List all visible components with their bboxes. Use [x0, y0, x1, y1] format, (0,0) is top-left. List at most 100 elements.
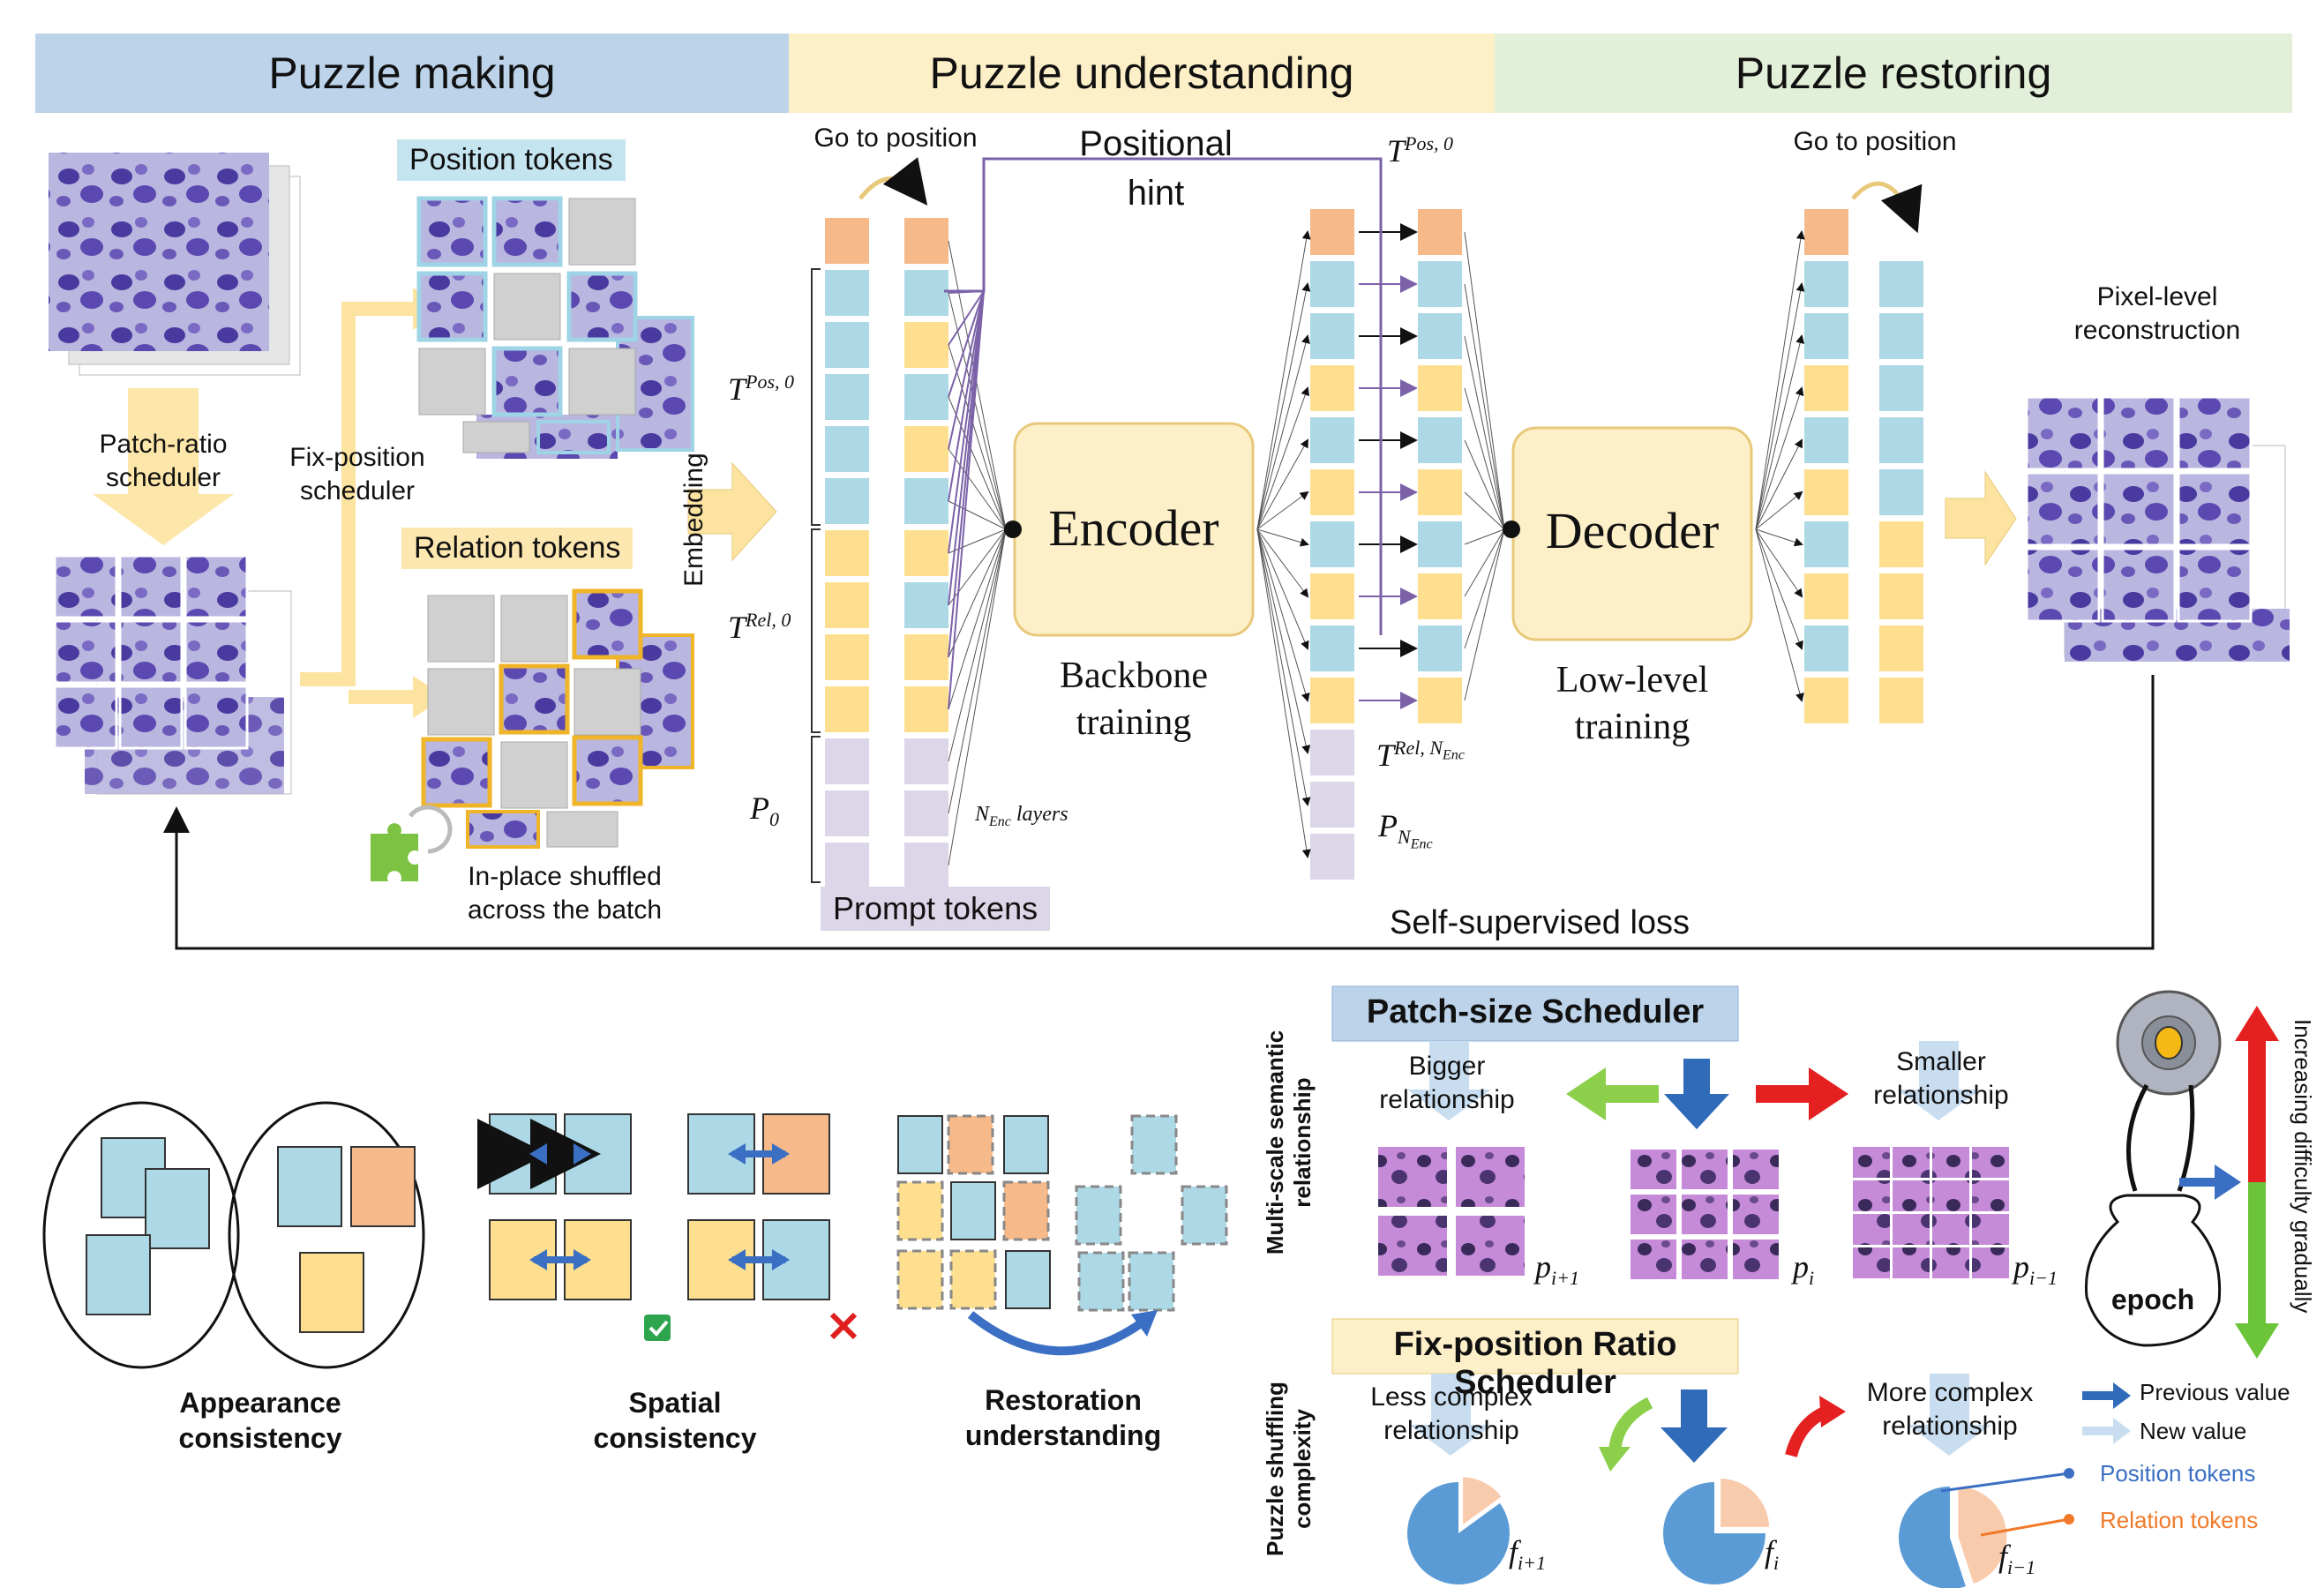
decoder-label: Decoder: [1545, 502, 1720, 559]
legend-relation-tokens: Relation tokens: [2100, 1507, 2259, 1533]
relation-tokens-tag: Relation tokens: [401, 528, 633, 569]
fix-ratio-scheduler-title: Fix-position Ratio Scheduler: [1393, 1326, 1677, 1401]
encoder-col-b-token: [1418, 521, 1462, 567]
token-braces: [811, 268, 821, 883]
input-col-b-token: [904, 582, 948, 628]
input-col-a-token: [825, 478, 869, 524]
encoder-col-a-token: [1310, 417, 1354, 463]
legend-position-tokens: Position tokens: [2100, 1460, 2256, 1487]
loss-feedback-line: [163, 675, 2155, 950]
decoder-col-b-token: [1879, 521, 1923, 567]
decoder-col-a-token: [1804, 313, 1848, 359]
t-pos-label: TPos, 0: [728, 371, 795, 407]
decoder-col-a-token: [1804, 521, 1848, 567]
small-patch: [1853, 1147, 1890, 1178]
encoder-col-b-token: [1418, 417, 1462, 463]
encoder-col-a-token: [1310, 209, 1354, 255]
f-prev-label: fi−1: [1998, 1539, 2035, 1579]
input-col-b-token: [904, 322, 948, 368]
input-col-b-token: [904, 218, 948, 264]
encoder-col-b-token: [1418, 261, 1462, 307]
input-col-a-token: [825, 322, 869, 368]
multi-scale-label: Multi-scale semantic relationship: [1262, 1030, 1316, 1255]
input-col-a-token: [825, 582, 869, 628]
encoder-col-a-token: [1310, 834, 1354, 880]
go-to-position-left: Go to position: [813, 124, 978, 153]
pie-f-cur-relation-slice: [1718, 1475, 1773, 1530]
encoder-col-b-token: [1418, 313, 1462, 359]
f-cur-label: fi: [1765, 1534, 1780, 1575]
decoder-col-b-token: [1879, 313, 1923, 359]
decoder-col-b-token: [1879, 365, 1923, 411]
small-patch: [1972, 1180, 2009, 1211]
patch-size-scheduler-title: Patch-size Scheduler: [1366, 993, 1705, 1030]
pie-f-next-relation-slice: [1460, 1474, 1505, 1530]
input-col-a-token: [825, 686, 869, 732]
input-col-a-token: [825, 634, 869, 680]
fan-connections: [948, 223, 1805, 866]
p-n-label: PNEnc: [1378, 808, 1433, 852]
input-col-b-token: [904, 738, 948, 784]
decoder-col-b-token: [1879, 573, 1923, 619]
position-tokens-tag: Position tokens: [397, 139, 626, 181]
input-col-a-token: [825, 843, 869, 888]
small-patch: [1893, 1180, 1930, 1211]
restoration-understanding-figure: [896, 1114, 1228, 1356]
small-patch: [1853, 1180, 1890, 1211]
encoder-col-b-token: [1418, 365, 1462, 411]
positional-hint-label: Positional hint: [1079, 124, 1233, 213]
p0-label: P0: [750, 790, 779, 831]
banner-puzzle-restoring: Puzzle restoring: [1495, 34, 2292, 113]
legend-new-value: New value: [2140, 1418, 2247, 1444]
input-col-a-token: [825, 218, 869, 264]
small-patch: [1932, 1147, 1969, 1178]
input-col-b-token: [904, 374, 948, 420]
decoder-col-b-token: [1879, 625, 1923, 671]
gear-icon: [2116, 990, 2222, 1096]
fix-ratio-scheduler-bar: [1331, 1318, 1739, 1375]
original-image-stack: [49, 153, 301, 376]
encoder-col-b-token: [1418, 625, 1462, 671]
decoder-col-b-token: [1879, 469, 1923, 515]
input-col-a-token: [825, 738, 869, 784]
decoder-col-b-token: [1879, 417, 1923, 463]
shuffled-label: In-place shuffled across the batch: [467, 862, 663, 925]
patch-image-large: [1378, 1147, 1525, 1276]
encoder-col-a-token: [1310, 782, 1354, 828]
bigger-relationship-label: Bigger relationship: [1379, 1052, 1515, 1114]
appearance-consistency-figure: [42, 1101, 425, 1369]
pie-f-cur-position-slice: [1663, 1482, 1765, 1584]
difficulty-arrow-green: [2235, 1182, 2279, 1359]
input-col-b-token: [904, 530, 948, 576]
relation-tokens-grid: [421, 588, 694, 849]
small-patch: [1932, 1180, 1969, 1211]
p-cur-label: pi: [1793, 1249, 1815, 1290]
increasing-difficulty-label: Increasing difficulty gradually: [2290, 1019, 2316, 1314]
positional-hint-line: [944, 157, 1383, 635]
t-rel-label: TRel, 0: [728, 609, 791, 645]
decoder-col-b-token: [1879, 261, 1923, 307]
low-level-training-label: Low-level training: [1556, 660, 1709, 747]
banner-puzzle-understanding: Puzzle understanding: [789, 34, 1495, 113]
smaller-relationship-label: Smaller relationship: [1873, 1047, 2009, 1110]
appearance-consistency-label: Appearance consistency: [178, 1387, 342, 1454]
epoch-bag-icon: [2084, 1194, 2222, 1347]
input-col-b-token: [904, 686, 948, 732]
pixel-level-label: Pixel-level reconstruction: [2073, 282, 2241, 345]
backbone-training-label: Backbone training: [1060, 655, 1208, 743]
decoder-col-b-token: [1879, 678, 1923, 723]
encoder-col-a-token: [1310, 678, 1354, 723]
pie-charts: [1407, 1474, 2010, 1588]
decoder-col-a-token: [1804, 678, 1848, 723]
input-col-b-token: [904, 790, 948, 836]
prompt-tokens-tag: Prompt tokens: [821, 887, 1051, 931]
small-patch: [1893, 1147, 1930, 1178]
reconstruction-arrow: [1945, 470, 2017, 566]
puzzle-piece-icon: [371, 805, 453, 881]
decoder-col-a-token: [1804, 417, 1848, 463]
input-col-b-token: [904, 426, 948, 472]
input-col-a-token: [825, 426, 869, 472]
encoder-col-a-token: [1310, 313, 1354, 359]
small-patch: [1893, 1247, 1930, 1278]
